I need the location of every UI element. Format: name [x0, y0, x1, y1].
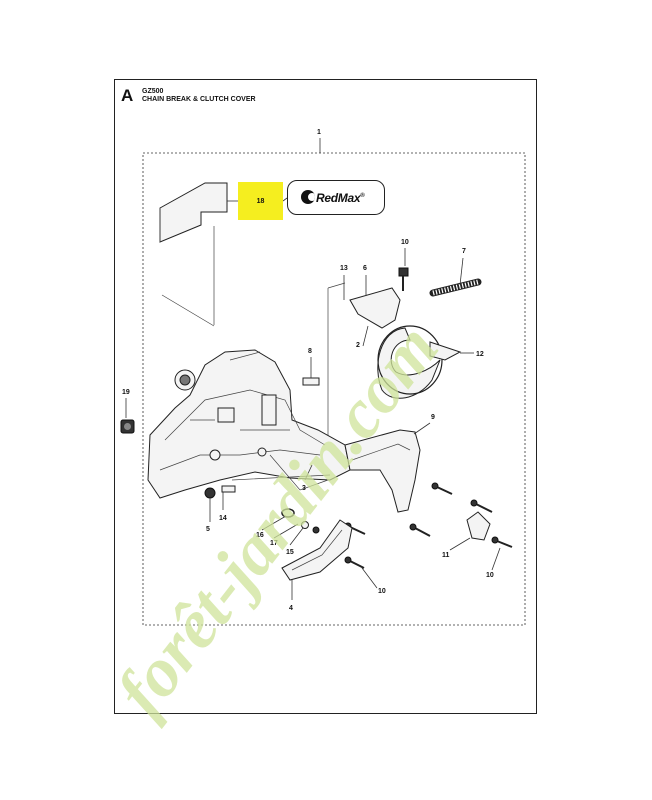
- brake-lever: [349, 287, 401, 329]
- stud-14: [221, 485, 236, 493]
- logo-trademark: ®: [360, 193, 365, 199]
- watermark-text: forêt-jardin.com: [102, 310, 454, 730]
- tensioner-part: [466, 511, 491, 541]
- diagram-frame: [114, 79, 537, 714]
- callout-12: 12: [476, 351, 484, 358]
- callout-2: 2: [356, 342, 360, 349]
- decal-sheet: [159, 182, 228, 243]
- callout-17: 17: [270, 540, 278, 547]
- logo-mark-icon: [301, 190, 315, 204]
- callout-15: 15: [286, 549, 294, 556]
- o-ring: [281, 508, 295, 518]
- callout-14: 14: [219, 515, 227, 522]
- decal-guide-lines: [161, 226, 215, 327]
- callout-8: 8: [308, 348, 312, 355]
- handle-part: [281, 519, 353, 581]
- callout-11: 11: [442, 552, 450, 559]
- callout-9: 9: [431, 414, 435, 421]
- callout-5: 5: [206, 526, 210, 533]
- callout-6: 6: [363, 265, 367, 272]
- section-title: CHAIN BREAK & CLUTCH COVER: [142, 96, 256, 103]
- nut-16: [312, 526, 320, 534]
- brake-band-ring: [377, 325, 443, 395]
- guide-lines-lower: [231, 454, 331, 491]
- logo-text: RedMax: [316, 191, 361, 205]
- callout-19: 19: [122, 389, 130, 396]
- callout-16: 16: [256, 532, 264, 539]
- callout-10-bottom: 10: [378, 588, 386, 595]
- highlight-part-box: [238, 182, 283, 220]
- spring-part: [429, 278, 482, 297]
- model-name: GZ500: [142, 88, 164, 95]
- callout-10-right: 10: [486, 572, 494, 579]
- clutch-cover-body: [147, 349, 351, 499]
- callout-3: 3: [302, 485, 306, 492]
- chain-guard: [344, 429, 421, 513]
- screws-right: [344, 482, 513, 569]
- callout-1: 1: [317, 129, 321, 136]
- highlight-part-number: 18: [256, 197, 265, 205]
- callout-13: 13: [340, 265, 348, 272]
- callout-10-top: 10: [401, 239, 409, 246]
- callout-4: 4: [289, 605, 293, 612]
- assembly-boundary: [142, 152, 526, 626]
- washer-15: [301, 521, 309, 529]
- section-letter: A: [121, 86, 134, 105]
- brand-logo-text: RedMax®: [316, 191, 365, 205]
- brake-band-bracket: [429, 341, 462, 361]
- callout-7: 7: [462, 248, 466, 255]
